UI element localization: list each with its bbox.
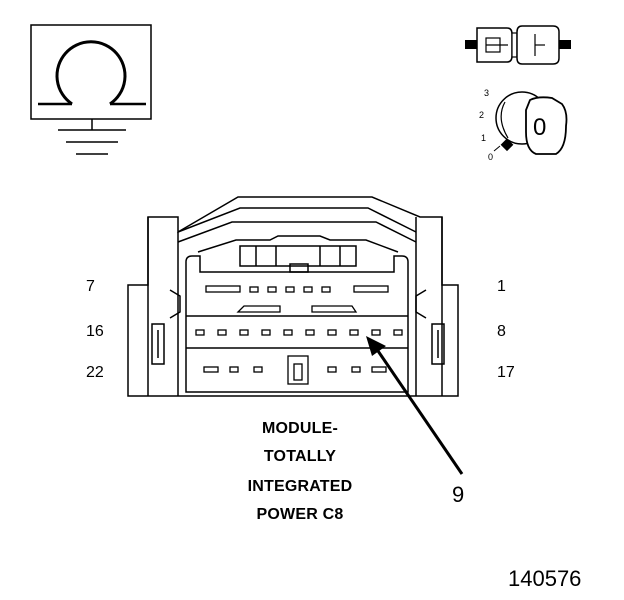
pin-label-17: 17 <box>497 364 515 381</box>
terminal-row-3 <box>203 355 387 385</box>
pin-label-7: 7 <box>86 278 95 295</box>
caption-line-2: TOTALLY <box>263 448 337 465</box>
callout-arrow <box>366 336 464 475</box>
terminal-row-2 <box>195 329 403 336</box>
ignition-position-1: 1 <box>481 133 487 143</box>
ignition-position-0: 0 <box>488 152 494 162</box>
pin-label-8: 8 <box>497 323 506 340</box>
caption-line-1: MODULE- <box>261 420 339 437</box>
callout-label: 9 <box>452 482 465 507</box>
ignition-key-label: 0 <box>533 114 547 141</box>
ignition-key-icon <box>493 91 568 155</box>
connector-disconnect-icon <box>465 25 571 65</box>
connector-face <box>127 196 459 397</box>
caption-line-4: POWER C8 <box>256 506 344 523</box>
ignition-position-2: 2 <box>479 110 485 120</box>
ohmmeter-ground-icon <box>30 24 152 155</box>
pin-label-1: 1 <box>497 278 506 295</box>
pin-label-16: 16 <box>86 323 104 340</box>
caption-line-3: INTEGRATED <box>247 478 353 495</box>
terminal-row-1 <box>205 285 389 293</box>
figure-number: 140576 <box>508 566 582 591</box>
polarization-ribs <box>236 305 358 313</box>
ignition-position-3: 3 <box>484 88 490 98</box>
pin-label-22: 22 <box>86 364 104 381</box>
